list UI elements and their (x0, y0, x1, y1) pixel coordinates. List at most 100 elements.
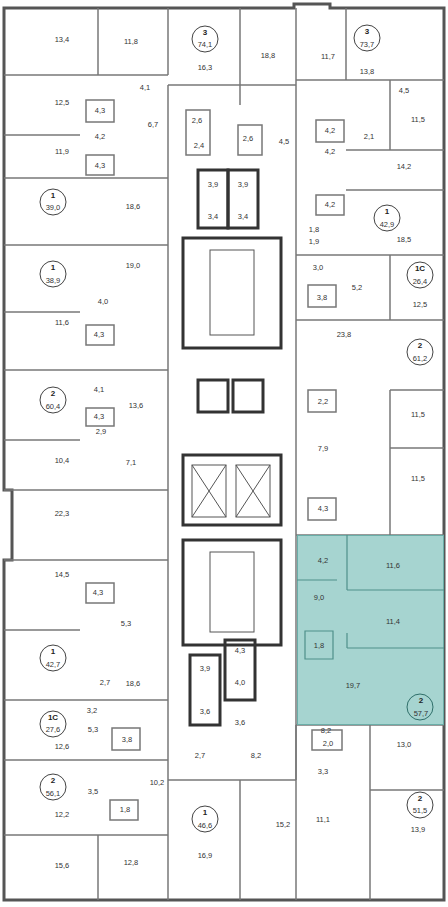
room-area: 11,6 (386, 562, 400, 570)
room-area: 5,2 (352, 284, 362, 292)
room-area: 12,5 (55, 99, 70, 107)
apartment-rooms: 1 (51, 648, 55, 656)
room-area: 2,2 (318, 398, 328, 406)
room-area: 11,7 (321, 53, 335, 61)
room-area: 3,9 (238, 181, 248, 189)
room-area: 11,6 (55, 319, 69, 327)
room-area: 3,3 (318, 768, 328, 776)
room-area: 2,1 (364, 133, 374, 141)
room-area: 12,6 (55, 743, 70, 751)
room-area: 11,4 (386, 618, 400, 626)
room-area: 4,3 (94, 331, 104, 339)
room-area: 60,4 (46, 403, 61, 411)
room-area: 18,5 (397, 236, 412, 244)
room-area: 57,7 (414, 710, 429, 718)
room-area: 23,8 (337, 331, 352, 339)
room-area: 12,2 (55, 811, 70, 819)
room-area: 1,9 (309, 238, 319, 246)
room-area: 14,5 (55, 571, 70, 579)
room-area: 15,2 (276, 821, 291, 829)
room-area: 3,5 (88, 788, 98, 796)
room-area: 4,2 (325, 201, 335, 209)
room-area: 13,9 (411, 826, 426, 834)
room-area: 3,0 (313, 264, 323, 272)
apartment-rooms: 1 (203, 809, 207, 817)
room-area: 74,1 (198, 41, 213, 49)
room-area: 1,8 (309, 226, 319, 234)
room-area: 27,6 (46, 726, 61, 734)
room-area: 4,3 (95, 162, 105, 170)
room-area: 2,6 (192, 117, 202, 125)
room-area: 14,2 (397, 163, 412, 171)
apartment-highlight: 4,211,69,011,41,819,7257,7 (297, 535, 444, 725)
room-area: 4,3 (235, 647, 245, 655)
room-area: 13,8 (360, 68, 375, 76)
room-area: 61,2 (413, 355, 428, 363)
room-area: 4,3 (95, 107, 105, 115)
room-area: 1,8 (120, 806, 130, 814)
room-area: 2,6 (243, 135, 253, 143)
apartment-rooms: 1С (48, 714, 58, 722)
room-area: 13,0 (397, 741, 412, 749)
room-area: 56,1 (46, 790, 61, 798)
room-area: 3,4 (208, 213, 218, 221)
room-area: 4,3 (318, 505, 328, 513)
room-area: 18,8 (261, 52, 276, 60)
room-area: 4,5 (399, 87, 409, 95)
room-area: 12,8 (124, 859, 139, 867)
room-area: 6,7 (148, 121, 158, 129)
room-area: 11,5 (411, 475, 425, 483)
room-area: 11,8 (124, 38, 138, 46)
room-area: 26,4 (413, 278, 428, 286)
room-area: 3,4 (238, 213, 248, 221)
room-area: 42,7 (46, 661, 61, 669)
room-area: 3,8 (317, 294, 327, 302)
room-area: 3,9 (208, 181, 218, 189)
room-area: 2,9 (96, 428, 106, 436)
room-area: 39,0 (46, 204, 61, 212)
apartment-rooms: 2 (51, 390, 55, 398)
room-area: 4,5 (279, 138, 289, 146)
room-area: 3,8 (122, 736, 132, 744)
room-area: 2,4 (194, 142, 204, 150)
room-area: 12,5 (413, 301, 428, 309)
room-area: 11,9 (55, 148, 69, 156)
room-area: 2,0 (323, 740, 333, 748)
room-area: 18,6 (126, 203, 141, 211)
apartment-rooms: 3 (365, 28, 369, 36)
room-area: 11,1 (316, 816, 330, 824)
apartment-rooms: 2 (418, 795, 422, 803)
room-area: 16,9 (198, 852, 213, 860)
room-area: 4,3 (94, 413, 104, 421)
room-area: 4,1 (140, 84, 150, 92)
apartment-rooms: 1С (415, 265, 425, 273)
apartment-rooms: 2 (51, 777, 55, 785)
room-area: 3,6 (200, 708, 210, 716)
apartment-rooms: 2 (419, 697, 423, 705)
room-area: 3,2 (87, 707, 97, 715)
room-area: 8,2 (251, 752, 261, 760)
room-area: 51,5 (413, 807, 428, 815)
room-area: 11,5 (411, 411, 425, 419)
room-area: 4,2 (318, 557, 328, 565)
room-area: 38,9 (46, 277, 61, 285)
room-area: 7,9 (318, 445, 328, 453)
room-area: 4,2 (95, 133, 105, 141)
room-area: 19,0 (126, 262, 141, 270)
room-area: 9,0 (314, 594, 324, 602)
room-area: 13,6 (129, 402, 144, 410)
room-area: 4,2 (325, 127, 335, 135)
apartment-rooms: 1 (51, 264, 55, 272)
room-area: 2,7 (100, 679, 110, 687)
room-area: 4,3 (93, 589, 103, 597)
room-area: 5,3 (121, 620, 131, 628)
room-area: 22,3 (55, 510, 70, 518)
room-area: 7,1 (126, 459, 136, 467)
apartment-rooms: 1 (385, 208, 389, 216)
room-area: 11,5 (411, 116, 425, 124)
apartment-rooms: 3 (203, 29, 207, 37)
room-area: 18,6 (126, 680, 141, 688)
room-area: 16,3 (198, 64, 213, 72)
